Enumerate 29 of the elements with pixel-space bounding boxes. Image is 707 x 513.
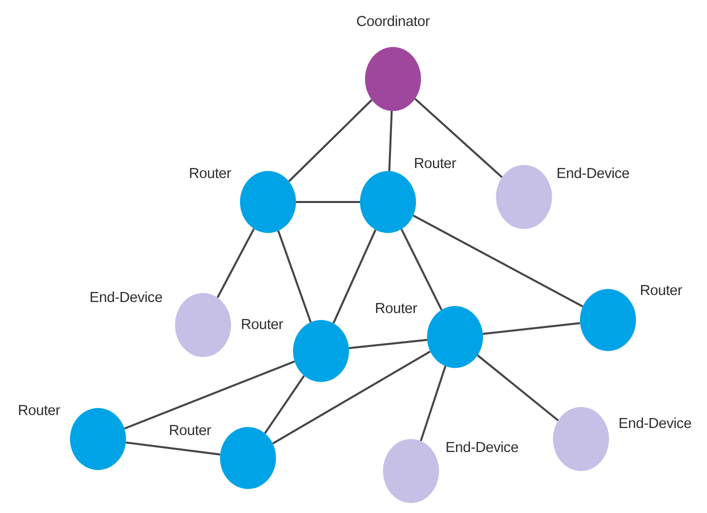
node-label: End-Device	[446, 439, 518, 457]
node-label: Router	[18, 402, 60, 420]
connection-line	[124, 360, 295, 430]
connection-line	[412, 214, 584, 308]
connection-line	[476, 354, 559, 422]
node-label: Router	[374, 300, 418, 318]
node-label: Coordinator	[356, 13, 430, 31]
connection-line	[388, 110, 393, 172]
connection-line	[264, 375, 305, 434]
connection-line	[420, 366, 446, 442]
node-label: Router	[168, 422, 212, 440]
connection-line	[482, 322, 580, 335]
node-label: Router	[414, 155, 456, 173]
node-label: End-Device	[556, 165, 630, 183]
connection-line	[216, 228, 255, 298]
node-label: End-Device	[618, 415, 692, 433]
connection-line	[126, 442, 220, 456]
connection-line	[288, 99, 372, 182]
node-label: Router	[240, 316, 284, 334]
connection-line	[277, 230, 312, 323]
connection-line	[348, 338, 428, 350]
connection-line	[400, 228, 442, 310]
connection-line	[414, 98, 503, 178]
connection-line	[296, 201, 360, 203]
node-label: Router	[640, 282, 682, 300]
node-label: Router	[188, 165, 232, 183]
node-label: End-Device	[90, 289, 162, 307]
connection-line	[272, 350, 431, 444]
connection-line	[332, 229, 376, 324]
